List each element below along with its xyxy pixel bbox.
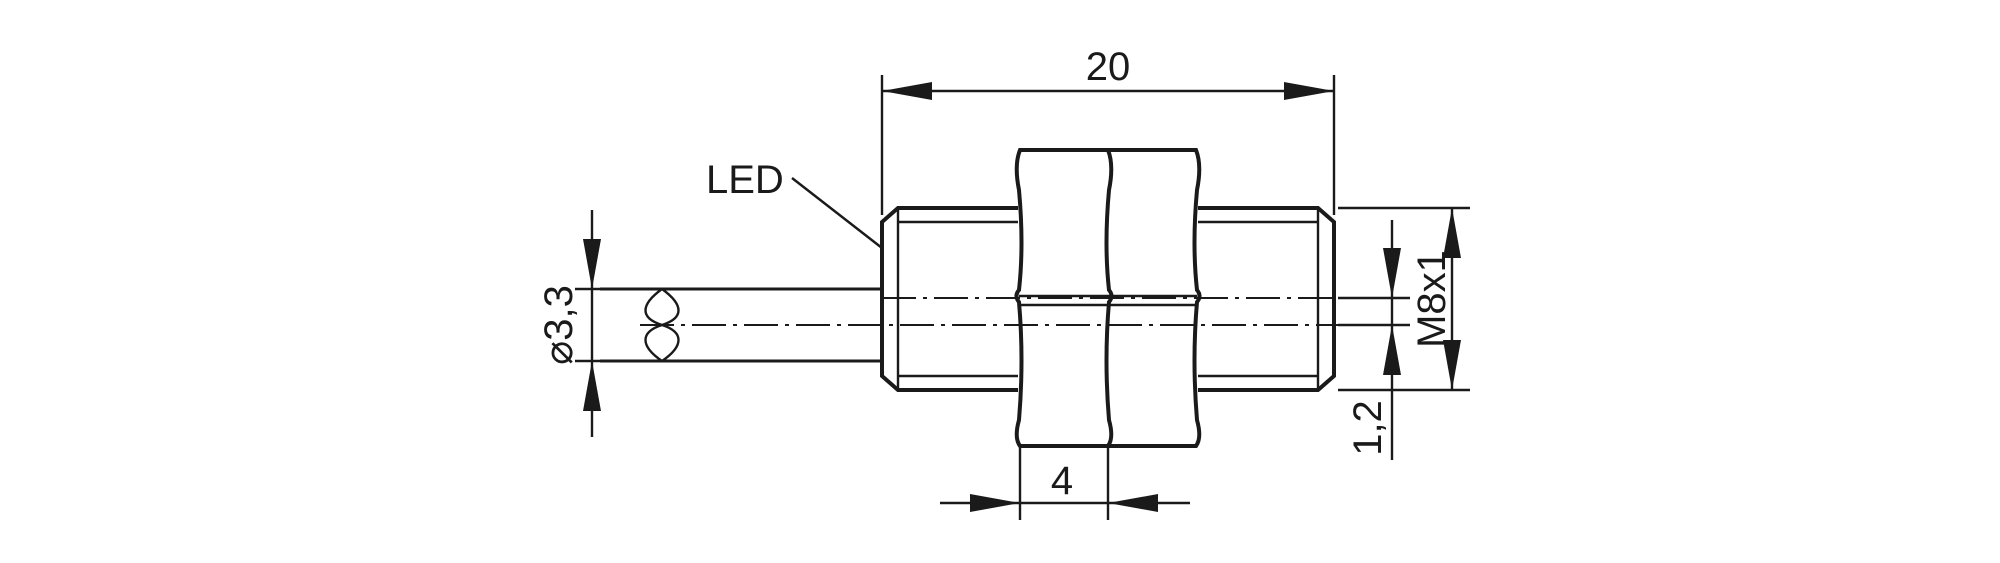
cable-diameter-label: 3,3 [537, 285, 581, 341]
svg-text:⌀3,3: ⌀3,3 [537, 285, 581, 365]
length-dimension: 20 [880, 45, 1336, 215]
thread-label: M8x1 [1410, 250, 1454, 348]
led-callout: LED [706, 158, 883, 249]
length-label: 20 [1086, 45, 1131, 89]
led-offset-dimension: 1,2 [1338, 220, 1410, 460]
thread-dimension: M8x1 [1338, 206, 1470, 392]
led-label: LED [706, 158, 784, 202]
hex-nut [1014, 148, 1202, 448]
diameter-symbol: ⌀ [537, 341, 581, 365]
nut-width-dimension: 4 [940, 448, 1190, 520]
nut-width-label: 4 [1051, 459, 1073, 503]
led-offset-label: 1,2 [1346, 400, 1390, 456]
cable-diameter-dimension: ⌀3,3 [537, 210, 601, 437]
